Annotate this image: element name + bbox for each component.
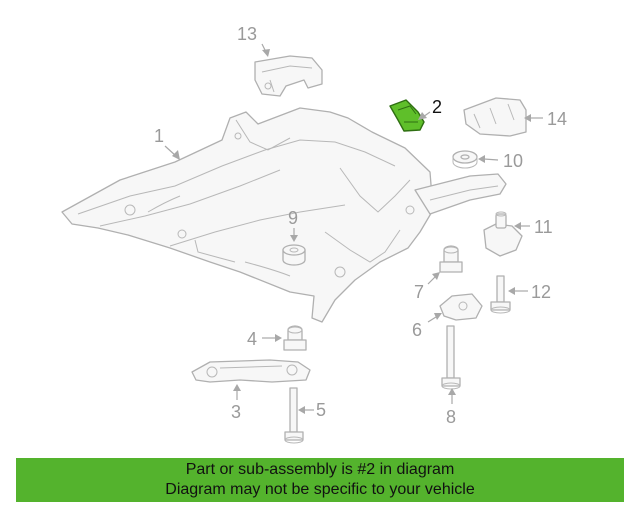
- part-9-bushing[interactable]: [282, 244, 306, 266]
- part-1-subframe[interactable]: [61, 107, 507, 323]
- subframe-exploded-diagram: 13 1 2 14 10 9 11 7 12 6 8 4 3 5: [61, 24, 567, 444]
- callout-3: 3: [231, 402, 241, 422]
- callout-4: 4: [247, 329, 257, 349]
- part-4-bushing[interactable]: [283, 325, 307, 351]
- callout-13: 13: [237, 24, 257, 44]
- banner-line-part: Part or sub-assembly is #2 in diagram: [185, 461, 455, 478]
- callout-10: 10: [503, 151, 523, 171]
- callout-14: 14: [547, 109, 567, 129]
- part-14-bracket[interactable]: [463, 97, 527, 137]
- callout-8: 8: [446, 407, 456, 427]
- part-2-bracket[interactable]: [389, 99, 425, 132]
- part-12-bolt[interactable]: [490, 275, 511, 314]
- banner-line-disclaimer: Diagram may not be specific to your vehi…: [165, 481, 475, 498]
- part-8-bolt[interactable]: [441, 325, 461, 390]
- part-7-bushing[interactable]: [439, 245, 463, 273]
- callout-2: 2: [432, 97, 442, 117]
- part-13-mount[interactable]: [254, 55, 323, 97]
- callout-11: 11: [534, 217, 553, 237]
- callout-9: 9: [288, 208, 298, 228]
- leader-lines: [164, 43, 543, 414]
- part-10-washer[interactable]: [452, 150, 478, 169]
- part-11-stud-mount[interactable]: [483, 211, 523, 257]
- callout-7: 7: [414, 282, 424, 302]
- callout-5: 5: [316, 400, 326, 420]
- callout-6: 6: [412, 320, 422, 340]
- part-3-plate[interactable]: [191, 359, 311, 383]
- part-6-bracket[interactable]: [439, 293, 483, 321]
- part-5-bolt[interactable]: [284, 387, 304, 444]
- info-banner: Part or sub-assembly is #2 in diagram Di…: [16, 458, 624, 502]
- callout-12: 12: [531, 282, 551, 302]
- callout-1: 1: [154, 126, 164, 146]
